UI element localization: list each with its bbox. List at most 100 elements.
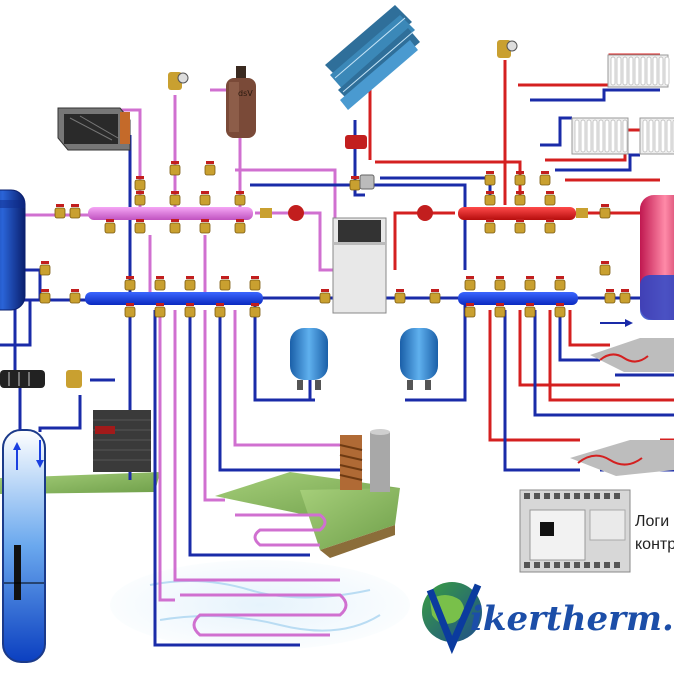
air-handler-icon	[57, 107, 131, 151]
valve	[134, 194, 146, 206]
valve	[514, 194, 526, 206]
ground-probe-icon	[339, 429, 390, 492]
valve	[484, 174, 496, 186]
valve-handle	[136, 219, 144, 222]
valve-handle	[41, 289, 49, 292]
valve	[514, 222, 526, 234]
valve	[39, 264, 51, 276]
valve-handle	[431, 289, 439, 292]
valve	[54, 207, 66, 219]
membrane-tank-icon	[290, 328, 438, 390]
valve	[604, 292, 616, 304]
radiator	[607, 54, 670, 88]
valve	[554, 279, 566, 291]
valve-handle	[171, 191, 179, 194]
radiator	[639, 117, 674, 155]
valve	[124, 279, 136, 291]
valve	[184, 306, 196, 318]
valve	[184, 279, 196, 291]
valve	[249, 279, 261, 291]
valve	[134, 179, 146, 191]
valve	[619, 292, 631, 304]
valve-handle	[516, 219, 524, 222]
valve	[134, 222, 146, 234]
tank-label: dsV	[238, 89, 253, 98]
valve-handle	[516, 191, 524, 194]
collector-red-right	[458, 207, 576, 220]
ground-loop-icon	[180, 513, 348, 637]
valve	[319, 292, 331, 304]
storage-tank-icon	[640, 195, 674, 320]
valve	[199, 222, 211, 234]
valve	[494, 306, 506, 318]
valve-handle	[206, 161, 214, 164]
valve	[484, 222, 496, 234]
valve	[69, 292, 81, 304]
valve-handle	[486, 171, 494, 174]
filter-icon	[0, 370, 82, 388]
valve-handle	[546, 219, 554, 222]
valve	[219, 279, 231, 291]
valve-handle	[601, 261, 609, 264]
controller-caption-line1: Логи	[635, 513, 669, 530]
valve	[214, 306, 226, 318]
valve-handle	[41, 261, 49, 264]
valve-handle	[221, 276, 229, 279]
valve	[464, 306, 476, 318]
valve-handle	[321, 289, 329, 292]
boiler-tank-icon	[0, 189, 26, 311]
outdoor-unit-icon	[93, 410, 151, 472]
heat-pump-icon	[332, 217, 387, 314]
valve	[39, 292, 51, 304]
valve	[69, 207, 81, 219]
valve	[494, 279, 506, 291]
valve-handle	[486, 219, 494, 222]
valve-handle	[466, 276, 474, 279]
valve-handle	[186, 303, 194, 306]
valve	[199, 194, 211, 206]
valve-handle	[396, 289, 404, 292]
valve-handle	[526, 276, 534, 279]
solar-collector-icon	[325, 5, 420, 190]
valve	[484, 194, 496, 206]
valve-handle	[201, 219, 209, 222]
valve	[154, 279, 166, 291]
valve-handle	[171, 161, 179, 164]
valve-handle	[126, 303, 134, 306]
valve	[169, 222, 181, 234]
valve-handle	[136, 191, 144, 194]
valve	[599, 264, 611, 276]
floor-heating-icon	[570, 338, 674, 476]
valve-handle	[171, 219, 179, 222]
valve-handle	[156, 276, 164, 279]
valve	[544, 194, 556, 206]
valve	[124, 306, 136, 318]
valve	[234, 222, 246, 234]
valve	[169, 164, 181, 176]
valve-handle	[546, 191, 554, 194]
logo-text: ikertherm.	[470, 599, 674, 639]
valve-handle	[56, 204, 64, 207]
collector-blue-right	[458, 292, 578, 305]
valve	[539, 174, 551, 186]
valve	[514, 174, 526, 186]
valve	[169, 194, 181, 206]
valve-handle	[201, 191, 209, 194]
collector-pink	[88, 207, 253, 220]
valve-set	[39, 161, 631, 318]
collector-blue-left	[85, 292, 263, 305]
valve-handle	[126, 276, 134, 279]
borehole-icon	[2, 429, 46, 663]
valve-handle	[251, 276, 259, 279]
valve-handle	[156, 303, 164, 306]
valve	[104, 222, 116, 234]
valve	[394, 292, 406, 304]
valve-handle	[466, 303, 474, 306]
valve	[249, 306, 261, 318]
valve-handle	[216, 303, 224, 306]
valve-handle	[251, 303, 259, 306]
valve-handle	[556, 303, 564, 306]
valve	[464, 279, 476, 291]
valve-handle	[106, 219, 114, 222]
